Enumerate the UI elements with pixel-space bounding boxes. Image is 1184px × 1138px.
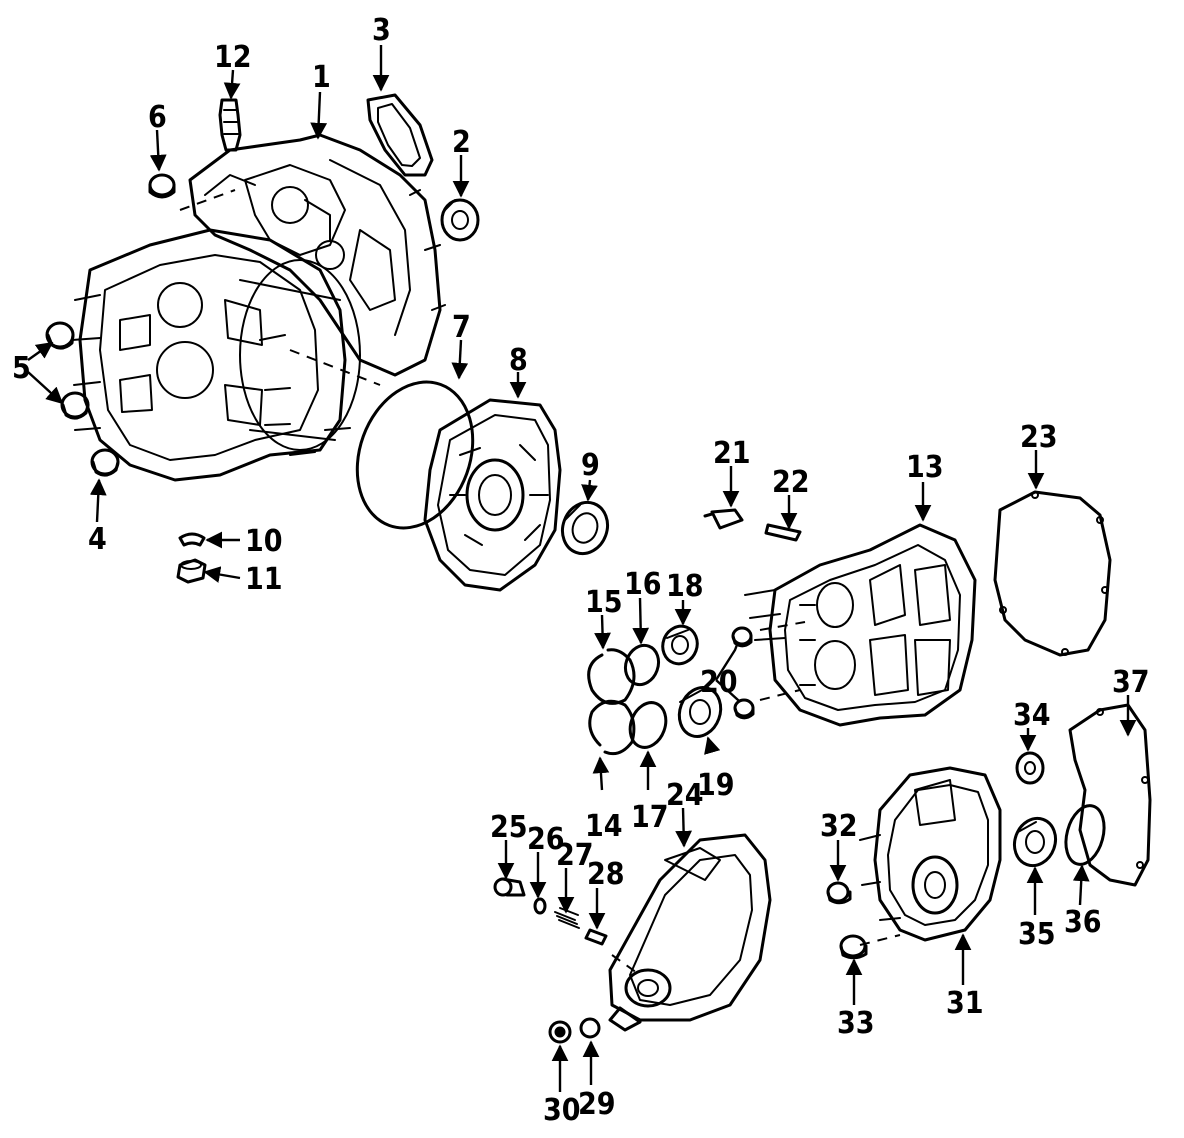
callout-21: 21 <box>713 436 751 471</box>
seal-2 <box>440 198 480 242</box>
callout-11: 11 <box>245 562 283 597</box>
gasket-23 <box>993 490 1112 657</box>
callout-labels: 1 2 3 4 5 6 7 8 9 10 11 12 13 14 15 16 1… <box>12 13 1150 1128</box>
callout-6: 6 <box>148 100 167 135</box>
ring-36 <box>1064 804 1106 866</box>
sensor-21 <box>703 508 744 530</box>
callout-27: 27 <box>556 838 594 873</box>
bearing-35 <box>1012 816 1058 868</box>
plug-6 <box>148 173 176 199</box>
callout-16: 16 <box>624 567 662 602</box>
seal-34 <box>1015 751 1045 785</box>
callout-7: 7 <box>452 310 471 345</box>
callout-17: 17 <box>631 800 669 835</box>
spring-27 <box>554 907 580 929</box>
plug-25 <box>493 877 526 897</box>
snap-ring-14 <box>588 699 636 756</box>
pin-28 <box>584 928 608 946</box>
gasket-37 <box>1068 703 1152 887</box>
callout-8: 8 <box>509 343 528 378</box>
callout-5: 5 <box>12 351 31 386</box>
o-ring-7 <box>355 380 475 530</box>
callout-2: 2 <box>452 125 471 160</box>
alignment-lines <box>179 189 901 976</box>
clip-10 <box>178 532 206 547</box>
callout-4: 4 <box>88 522 107 557</box>
seal-9 <box>560 500 610 556</box>
callout-25: 25 <box>490 810 528 845</box>
intermediate-plate <box>423 398 562 592</box>
bushing-32 <box>826 881 852 905</box>
leader-lines <box>27 45 1137 1092</box>
cover-gasket <box>366 93 434 177</box>
bearing-18 <box>661 624 699 666</box>
callout-12: 12 <box>214 40 252 75</box>
housing-31 <box>859 766 1002 942</box>
callout-29: 29 <box>578 1087 616 1122</box>
dowel-20b <box>733 698 755 720</box>
callout-33: 33 <box>837 1006 875 1041</box>
bushing-4 <box>90 448 120 477</box>
washer-29 <box>579 1017 601 1039</box>
callout-24: 24 <box>666 778 704 813</box>
bushing-5b <box>60 391 90 420</box>
callout-10: 10 <box>245 524 283 559</box>
callout-3: 3 <box>372 13 391 48</box>
breather-vent <box>218 98 242 152</box>
fitting-11 <box>176 558 207 584</box>
transmission-case-main <box>71 228 361 482</box>
callout-18: 18 <box>666 569 704 604</box>
dowel-20a <box>731 626 753 648</box>
callout-34: 34 <box>1013 698 1051 733</box>
snap-ring-16 <box>623 643 661 687</box>
snap-ring-17 <box>628 701 668 749</box>
callout-35: 35 <box>1018 917 1056 952</box>
rear-housing-13 <box>768 523 977 727</box>
callout-26: 26 <box>527 822 565 857</box>
snap-ring-15 <box>587 648 636 705</box>
callout-14: 14 <box>585 809 623 844</box>
callout-22: 22 <box>772 465 810 500</box>
bushing-33 <box>839 934 868 960</box>
callout-31: 31 <box>946 986 984 1021</box>
callout-9: 9 <box>581 448 600 483</box>
bolts-13 <box>744 589 786 641</box>
callout-30: 30 <box>543 1093 581 1128</box>
bearing-19 <box>677 686 723 738</box>
callout-15: 15 <box>585 585 623 620</box>
callout-19: 19 <box>697 768 735 803</box>
callout-23: 23 <box>1020 420 1058 455</box>
callout-32: 32 <box>820 809 858 844</box>
rear-cover-24 <box>608 833 772 1032</box>
callout-13: 13 <box>906 450 944 485</box>
callout-28: 28 <box>587 857 625 892</box>
callout-20: 20 <box>700 665 738 700</box>
callout-1: 1 <box>312 60 331 95</box>
o-ring-26 <box>533 897 547 915</box>
callout-37: 37 <box>1112 665 1150 700</box>
callout-36: 36 <box>1064 905 1102 940</box>
pin-22 <box>764 523 802 542</box>
nut-30 <box>548 1020 572 1044</box>
